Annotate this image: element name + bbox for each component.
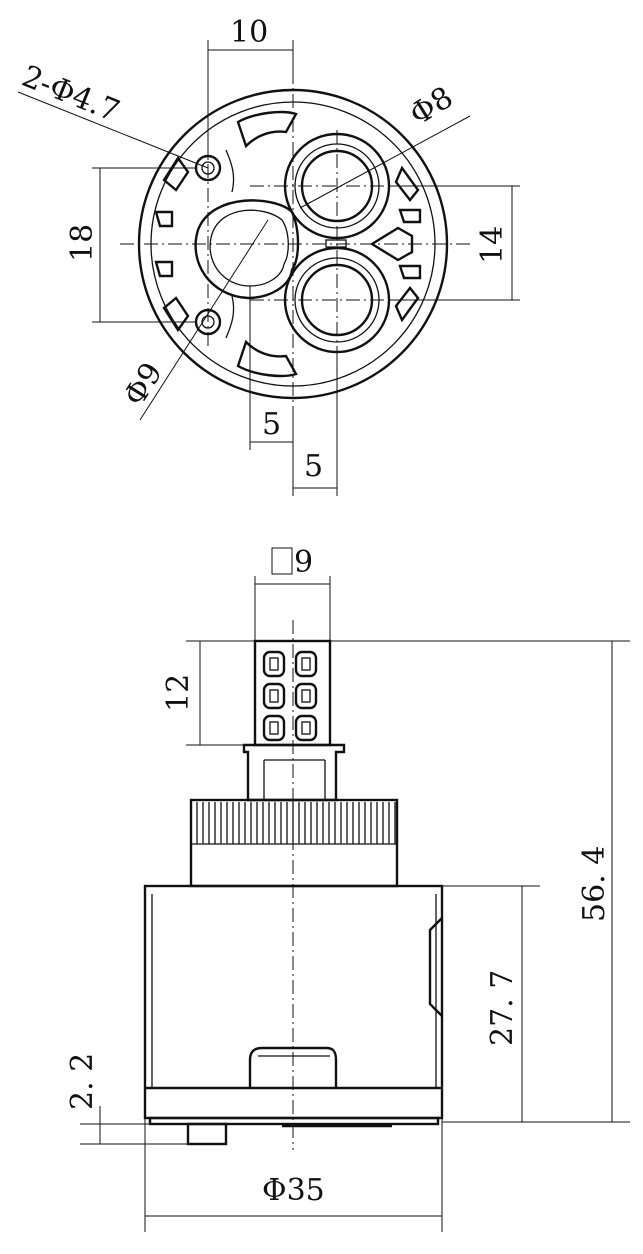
- rib-bottom-arc: [236, 339, 298, 378]
- dim-18-label: 18: [65, 224, 100, 262]
- dim-stem-square-label: 9: [294, 545, 313, 580]
- dim-port-leader: [299, 115, 471, 209]
- rib-right-lower: [394, 286, 420, 323]
- rib-left-mid-b: [154, 260, 174, 278]
- body-bottom: [148, 1116, 440, 1126]
- dim-5a-label: 5: [262, 407, 281, 442]
- top-view: 10 2-Φ4.7 Φ8 18 14 Φ9 5 5: [17, 15, 520, 496]
- knurled-collar: [189, 798, 399, 888]
- rib-left-lower: [162, 296, 190, 333]
- body-side-window: [428, 917, 443, 1017]
- dim-mount-holes-label: 2-Φ4.7: [17, 59, 124, 129]
- center-port-inner: [209, 209, 289, 287]
- dim-10-label: 10: [230, 15, 268, 50]
- rib-bottom-left: [225, 295, 235, 339]
- dim-56-label: 56. 4: [577, 846, 612, 922]
- spline-teeth: [262, 650, 318, 742]
- stem-shaft: [242, 743, 346, 802]
- dim-5b-label: 5: [304, 449, 323, 484]
- dim-center-label: Φ9: [117, 357, 170, 413]
- dim-14-label: 14: [475, 226, 510, 264]
- rib-top-left: [225, 149, 235, 193]
- dim-27-label: 27. 7: [485, 970, 520, 1046]
- dim-port-label: Φ8: [404, 80, 460, 133]
- center-port-outer: [194, 199, 300, 300]
- dim-square-symbol: [271, 547, 293, 575]
- dim-22-label: 2. 2: [65, 1053, 100, 1110]
- side-view: 9: [65, 545, 630, 1232]
- collar-knurling: [196, 802, 396, 844]
- bottom-pin: [186, 1122, 228, 1146]
- rib-right-mid-b: [398, 264, 422, 280]
- dim-center-leader: [139, 219, 269, 421]
- body-slot: [248, 1046, 338, 1088]
- rib-top-arc: [236, 110, 298, 149]
- rib-right-upper: [394, 165, 420, 202]
- rib-right-mid-a: [398, 208, 422, 224]
- rib-left-upper: [162, 155, 190, 192]
- dim-35-label: Φ35: [262, 1173, 325, 1208]
- dim-mount-leader: [17, 91, 209, 169]
- rib-left-mid-a: [154, 210, 174, 228]
- dim-12-label: 12: [161, 674, 196, 712]
